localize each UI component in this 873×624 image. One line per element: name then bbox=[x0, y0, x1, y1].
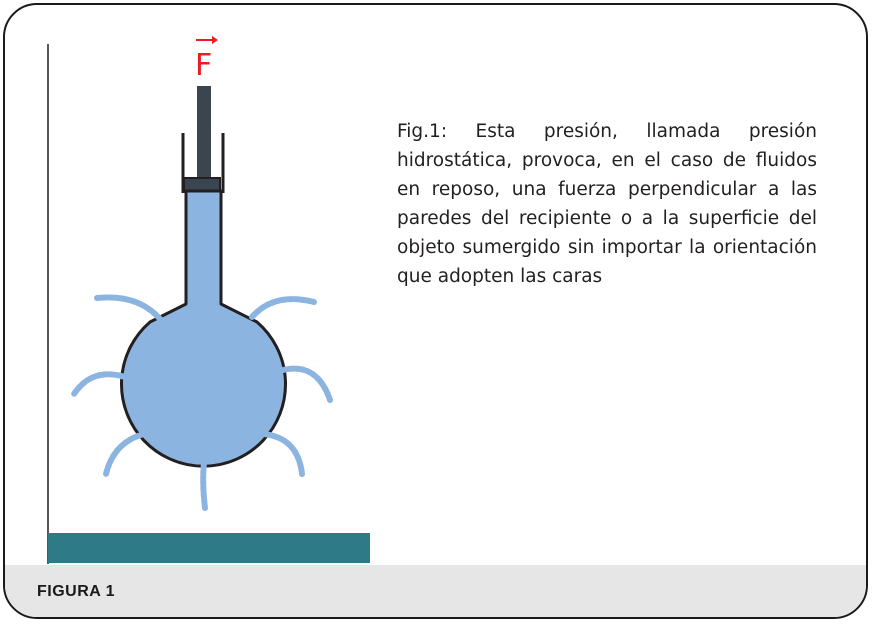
piston-head bbox=[183, 177, 221, 192]
pressure-jets bbox=[71, 294, 333, 511]
figure-frame: F Fig.1: Esta presión, llamada presión h… bbox=[3, 3, 868, 619]
force-symbol: F bbox=[195, 48, 212, 83]
jet-upper-right bbox=[249, 296, 317, 320]
force-vector-label: F bbox=[195, 36, 218, 83]
jet-upper-left bbox=[94, 294, 163, 322]
jet-lower-left bbox=[103, 431, 147, 477]
jet-left bbox=[71, 371, 128, 397]
hydrostatic-pressure-diagram: F bbox=[47, 36, 370, 564]
figure-label: FIGURA 1 bbox=[37, 583, 116, 600]
figure-caption: Fig.1: Esta presión, llamada presión hid… bbox=[397, 121, 817, 287]
jet-right bbox=[280, 365, 333, 403]
fluid-container bbox=[120, 189, 287, 468]
figure-footer: FIGURA 1 bbox=[5, 565, 866, 617]
jet-lower-right bbox=[261, 431, 305, 477]
ground-slab bbox=[48, 533, 370, 563]
jet-bottom bbox=[200, 460, 208, 511]
piston-rod bbox=[197, 86, 211, 178]
